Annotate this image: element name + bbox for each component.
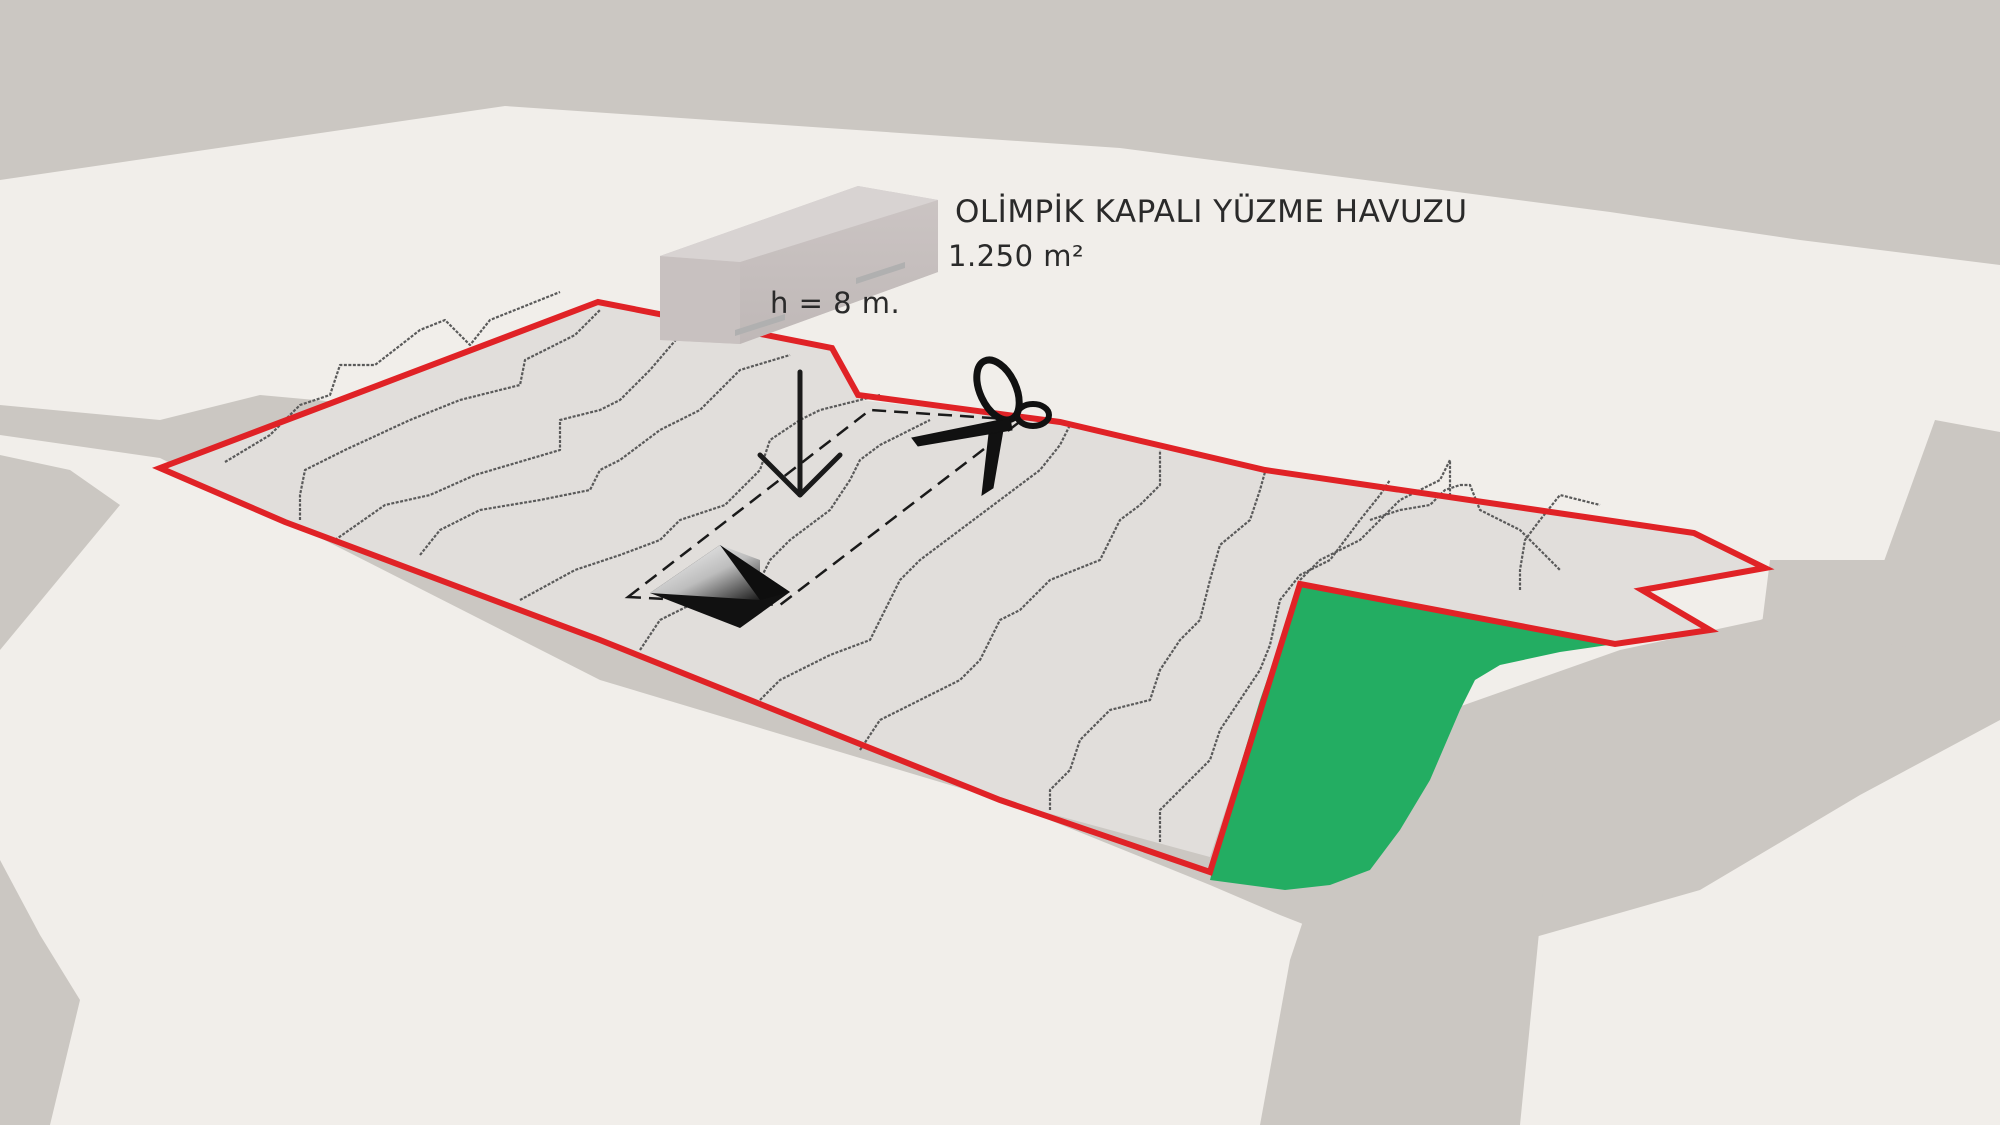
peeled-corner-icon <box>650 545 790 628</box>
building-area-label: 1.250 m² <box>948 239 1084 273</box>
left-road <box>0 455 120 650</box>
footprint-outline <box>624 408 1026 607</box>
right-road <box>1260 700 1560 1125</box>
far-right-road-2 <box>1760 560 1980 640</box>
site-boundary <box>152 298 1775 876</box>
building-name-label: OLİMPİK KAPALI YÜZME HAVUZU <box>955 193 1468 230</box>
left-road-2 <box>0 860 80 1125</box>
green-area <box>1210 584 1615 890</box>
pool-building <box>660 186 938 344</box>
building-height-label: h = 8 m. <box>770 286 900 320</box>
contour-lines <box>224 290 1601 842</box>
down-arrow-icon <box>757 369 843 498</box>
site-parcel <box>160 302 1765 857</box>
scissors-icon <box>911 356 1052 496</box>
top-terrain <box>0 0 2000 265</box>
